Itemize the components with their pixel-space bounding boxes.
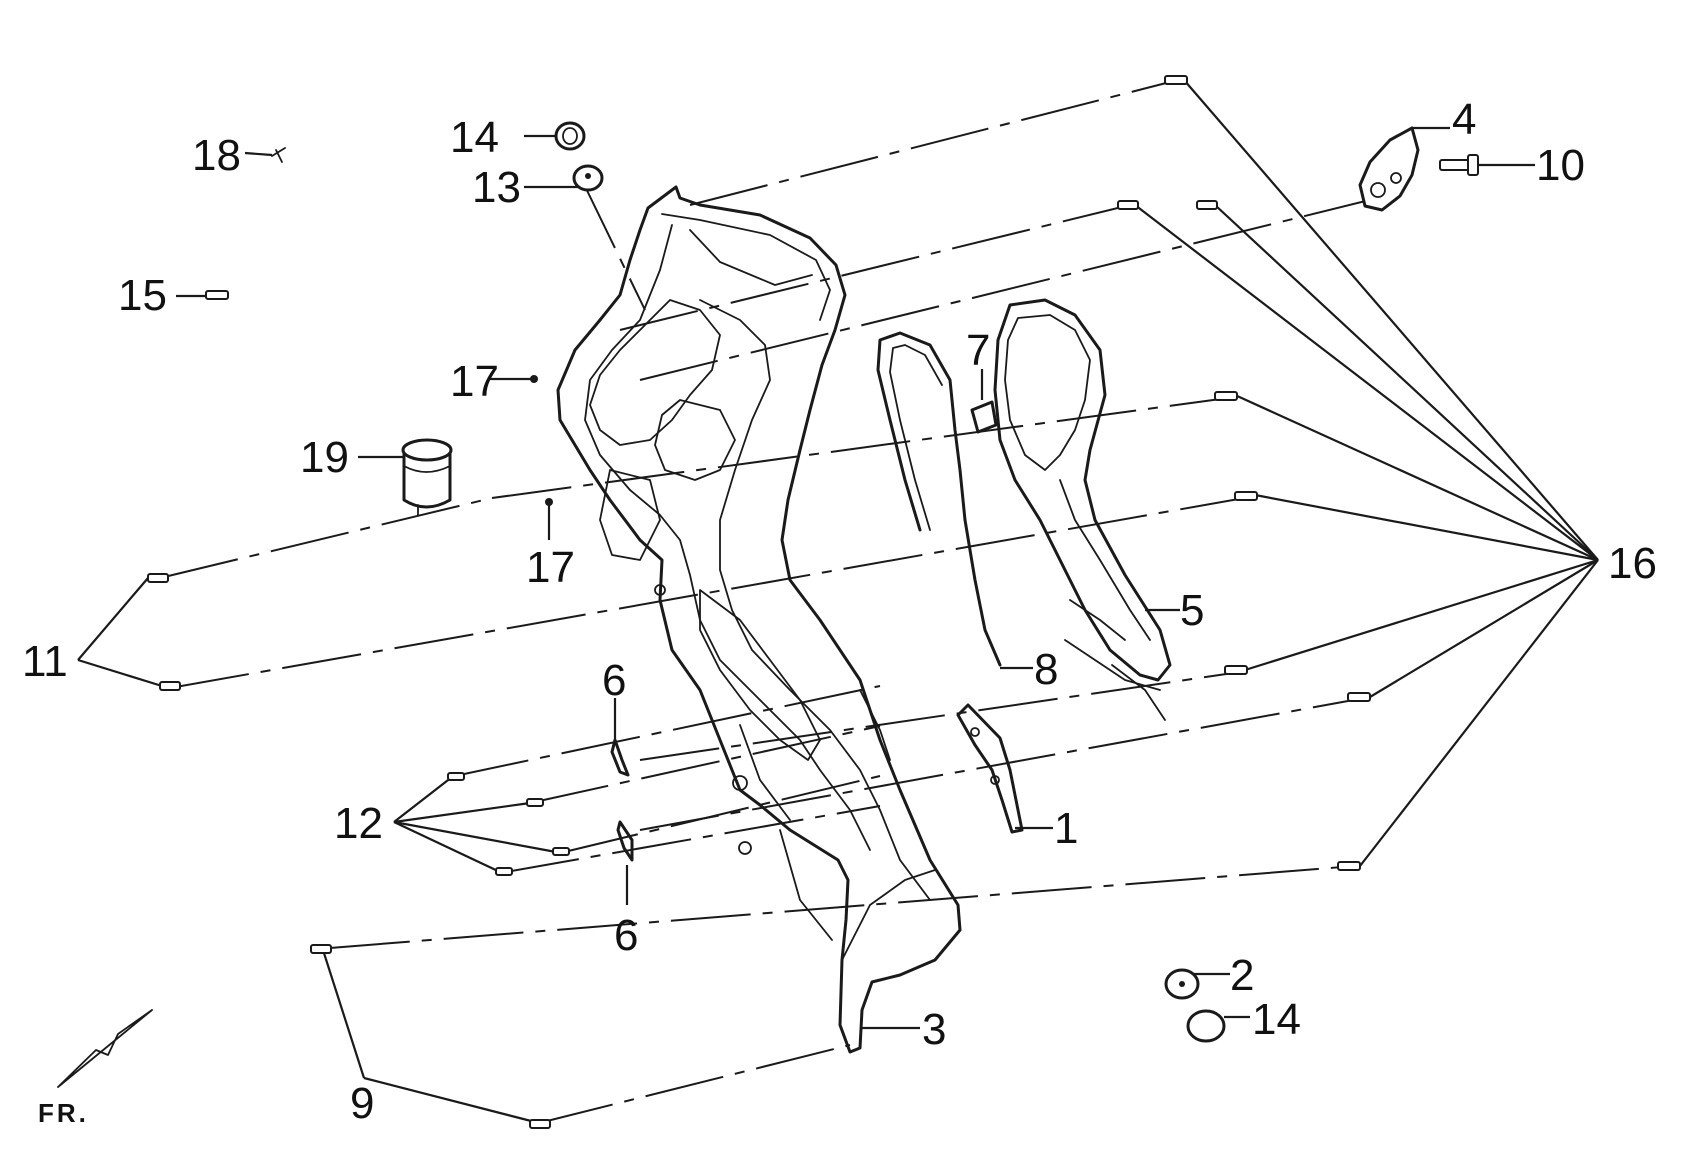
clip-part-18 — [271, 147, 286, 163]
callout-labels: 1 2 3 4 5 6 6 7 8 9 10 11 12 13 14 14 15… — [22, 95, 1657, 1128]
callout-17-lower: 17 — [526, 543, 575, 592]
callout-4: 4 — [1452, 95, 1476, 144]
callout-8: 8 — [1034, 645, 1058, 694]
cylinder-part-19 — [401, 438, 453, 516]
callout-15: 15 — [118, 271, 167, 320]
callout-2: 2 — [1230, 951, 1254, 1000]
assembly-chain-lines — [159, 79, 1391, 1125]
bracket-part-1 — [956, 703, 1024, 834]
callout-1: 1 — [1054, 804, 1078, 853]
seal-strip-part-8 — [876, 331, 1002, 667]
screw-heads — [147, 75, 1371, 1129]
front-direction-arrow-icon — [57, 1009, 153, 1088]
inner-cover-part-3 — [556, 185, 962, 1054]
storage-box-part-5 — [993, 298, 1172, 721]
callout-6-lower: 6 — [614, 911, 638, 960]
callout-13: 13 — [472, 163, 521, 212]
callout-5: 5 — [1180, 586, 1204, 635]
callout-9: 9 — [350, 1079, 374, 1128]
callout-19: 19 — [300, 433, 349, 482]
front-direction-label: FR. — [38, 1098, 89, 1128]
bolt-part-10 — [1439, 154, 1479, 176]
callout-17-upper: 17 — [450, 357, 499, 406]
pad-part-7 — [970, 400, 998, 434]
cap-part-14-upper — [554, 121, 586, 151]
screw-part-15 — [205, 290, 229, 300]
callout-7: 7 — [966, 326, 990, 375]
clip-part-6-upper — [610, 738, 630, 777]
cap-part-14-lower — [1186, 1009, 1226, 1043]
callout-18: 18 — [192, 131, 241, 180]
grommet-part-13 — [572, 164, 604, 192]
hook-part-4 — [1358, 126, 1420, 212]
callout-14-upper: 14 — [450, 113, 499, 162]
leader-lines — [77, 79, 1599, 1124]
callout-16: 16 — [1608, 539, 1657, 588]
callout-14-lower: 14 — [1252, 995, 1301, 1044]
callout-6-upper: 6 — [602, 656, 626, 705]
clip-dots-part-17 — [530, 375, 553, 506]
callout-11: 11 — [22, 637, 68, 686]
grommet-part-2 — [1164, 968, 1200, 1000]
callout-12: 12 — [334, 799, 383, 848]
callout-3: 3 — [922, 1005, 946, 1054]
clip-part-6-lower — [616, 820, 634, 862]
callout-10: 10 — [1536, 141, 1585, 190]
